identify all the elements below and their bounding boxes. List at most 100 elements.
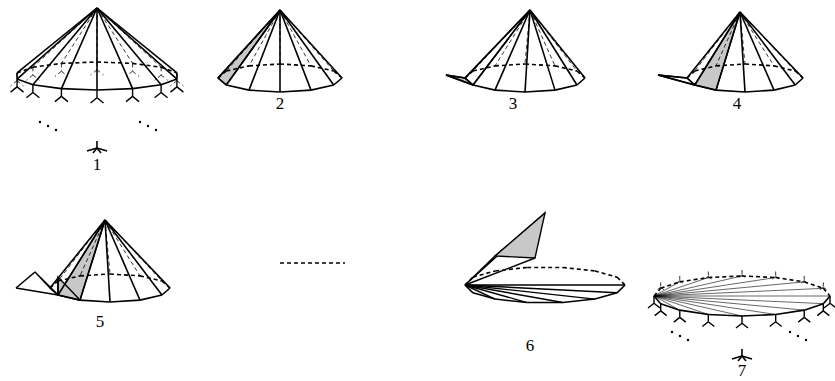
fan-line: [654, 296, 742, 316]
branch: [708, 314, 709, 321]
lateral-edge: [716, 12, 740, 66]
branch: [804, 276, 805, 281]
branch: [55, 71, 62, 76]
ellipsis-dash: [280, 262, 345, 264]
ellipsis-dot: [797, 335, 799, 337]
branch: [775, 272, 776, 277]
branch: [775, 314, 776, 321]
lateral-edge: [530, 10, 555, 90]
branch: [648, 303, 654, 308]
lateral-edge: [740, 12, 803, 78]
lateral-edge: [33, 8, 97, 67]
base-edge: [465, 71, 473, 78]
fan-line: [654, 296, 680, 310]
branch: [657, 287, 661, 290]
base-edge: [311, 66, 334, 71]
branch: [680, 281, 684, 284]
branch: [823, 287, 827, 290]
branch: [126, 96, 132, 101]
base-edge: [110, 300, 140, 302]
branch: [155, 93, 162, 98]
lateral-edge: [58, 220, 105, 281]
ellipsis-dot: [147, 125, 149, 127]
base-edge: [595, 271, 617, 277]
ellipsis-dot: [671, 331, 673, 333]
lateral-edge: [279, 10, 281, 92]
lateral-edge: [105, 220, 170, 288]
lateral-edge: [17, 8, 97, 79]
tripod: [738, 356, 742, 361]
lateral-edge: [280, 10, 342, 78]
base-edge: [473, 85, 495, 90]
base-edge: [50, 288, 58, 295]
tripod: [742, 356, 746, 361]
branch: [679, 310, 680, 317]
base-edge: [473, 66, 495, 71]
polyhedra-sequence: [11, 8, 835, 361]
lateral-edge: [50, 220, 105, 288]
lateral-edge: [280, 10, 334, 85]
base-edge: [17, 67, 33, 73]
ellipsis-dot: [39, 121, 41, 123]
branch: [829, 296, 830, 303]
branch: [819, 287, 823, 290]
face: [465, 213, 545, 285]
fan-line: [654, 276, 742, 296]
lateral-edge: [695, 12, 740, 71]
base-edge: [280, 64, 311, 66]
branch: [804, 281, 808, 284]
branch: [126, 71, 132, 76]
base-edge: [61, 62, 97, 63]
figure-number: 2: [274, 95, 287, 114]
branch: [702, 322, 708, 327]
branch: [742, 270, 743, 275]
lateral-edge: [280, 10, 334, 71]
branch: [704, 276, 708, 279]
lateral-edge: [525, 10, 530, 64]
branch: [33, 75, 40, 80]
lateral-edge: [61, 8, 97, 89]
base-edge: [774, 85, 795, 90]
branch: [653, 296, 654, 303]
branch: [91, 70, 98, 75]
branch: [736, 323, 742, 328]
lateral-edge: [97, 8, 98, 62]
base-edge: [61, 89, 97, 90]
figure-number: 4: [731, 95, 744, 114]
base-edge: [795, 78, 803, 85]
ellipsis-dot: [805, 339, 807, 341]
branch: [830, 303, 835, 308]
base-edge: [687, 78, 695, 85]
fan-line: [465, 285, 495, 299]
base-edge: [577, 78, 585, 85]
base-edge: [795, 71, 803, 78]
base-edge: [776, 310, 805, 314]
base-edge: [226, 85, 249, 90]
branch: [676, 281, 680, 284]
base-edge: [97, 89, 133, 90]
branch: [11, 81, 18, 86]
base-edge: [133, 85, 162, 89]
base-edge: [17, 79, 33, 85]
fan-line: [465, 258, 535, 285]
base-edge: [249, 90, 280, 92]
lateral-edge: [80, 220, 105, 276]
tripod: [93, 148, 97, 153]
base-edge: [680, 310, 709, 314]
branch: [708, 322, 714, 327]
branch: [660, 282, 661, 287]
branch: [32, 85, 33, 93]
base-edge: [161, 67, 177, 73]
branch: [61, 71, 68, 76]
lateral-edge: [473, 10, 530, 85]
branch: [708, 272, 709, 277]
base-edge: [161, 79, 177, 85]
edge-line: [446, 75, 473, 85]
branch: [161, 93, 168, 98]
figure-number: 3: [507, 95, 520, 114]
shaded-face: [58, 220, 105, 300]
lateral-edge: [280, 10, 281, 64]
branch: [770, 322, 776, 327]
lateral-edge: [33, 8, 97, 85]
base-edge: [617, 285, 625, 293]
